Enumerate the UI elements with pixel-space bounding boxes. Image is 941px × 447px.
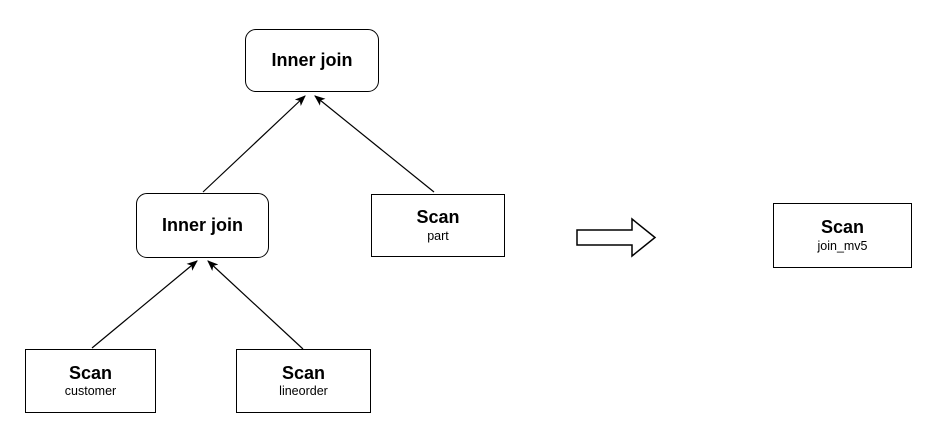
node-title: Scan: [68, 362, 113, 383]
node-subtitle: join_mv5: [817, 238, 868, 253]
node-scan-join-mv5: Scan join_mv5: [773, 203, 912, 268]
node-title: Scan: [416, 207, 460, 228]
node-subtitle: customer: [64, 384, 117, 399]
edge-midjoin-to-rootjoin: [202, 95, 306, 193]
node-mid-inner-join: Inner join: [136, 193, 269, 258]
edge-scanlineorder-to-midjoin: [207, 260, 304, 350]
node-subtitle: lineorder: [279, 384, 328, 399]
node-title: Scan: [281, 362, 326, 383]
node-title: Scan: [820, 217, 865, 238]
node-root-inner-join: Inner join: [245, 29, 379, 92]
node-scan-customer: Scan customer: [25, 349, 156, 413]
node-scan-part: Scan part: [371, 194, 505, 257]
node-title: Inner join: [162, 215, 243, 236]
transform-arrow-icon: [576, 217, 657, 258]
edge-scancustomer-to-midjoin: [91, 260, 198, 349]
node-scan-lineorder: Scan lineorder: [236, 349, 371, 413]
node-subtitle: part: [427, 228, 449, 243]
node-title: Inner join: [271, 50, 353, 71]
edge-scanpart-to-rootjoin: [314, 95, 435, 193]
